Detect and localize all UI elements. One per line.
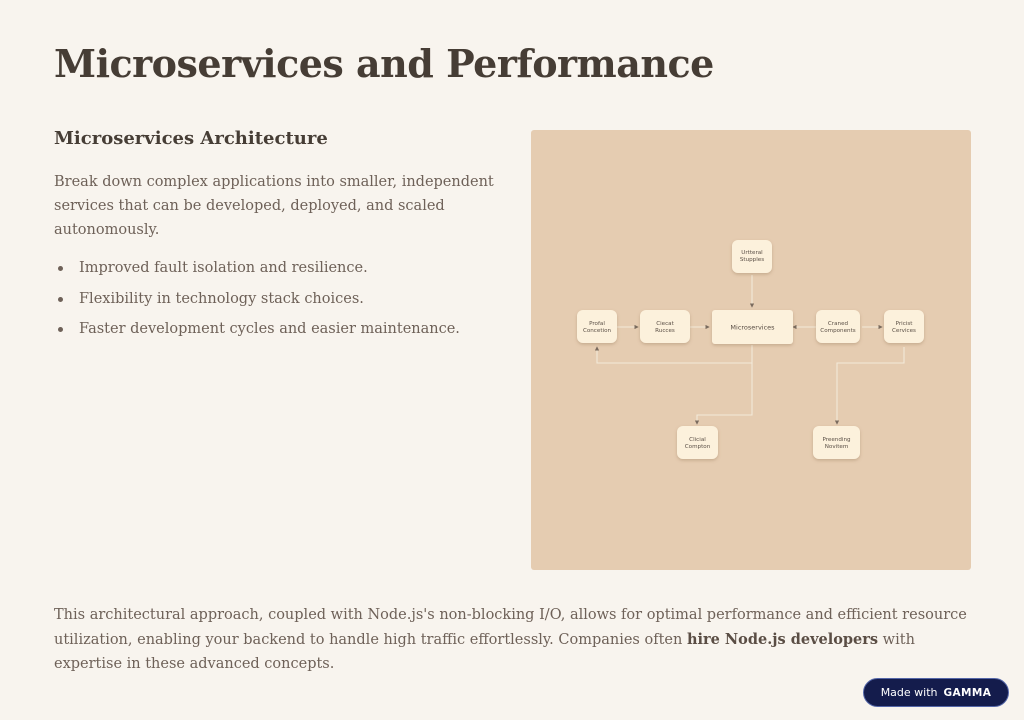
node-label: Rucces: [655, 328, 675, 334]
diagram-node-craned: Craned Components: [816, 310, 860, 343]
bullet-dot-icon: [58, 296, 63, 302]
node-label: Novitem: [825, 444, 849, 450]
connector-center-to-clicial: [694, 363, 753, 425]
node-label: Compton: [685, 444, 711, 450]
list-item-text: Flexibility in technology stack choices.: [79, 290, 364, 307]
benefit-list: Improved fault isolation and resilience.…: [54, 256, 494, 341]
node-label: Components: [820, 328, 855, 334]
closing-text-end: with expertise in these advanced concept…: [54, 631, 915, 673]
node-label: Clicial: [689, 437, 706, 443]
connector-pricist-to-preending: [834, 347, 905, 425]
node-label: Craned: [828, 321, 849, 327]
connector-center-loop-to-profal: [594, 345, 753, 364]
diagram-canvas: Urtteral Stupples Profal Concetion Cieca…: [577, 240, 924, 459]
diagram-node-profal: Profal Concetion: [577, 310, 617, 343]
diagram-node-ciecat: Ciecat Rucces: [640, 310, 690, 343]
node-label: Cervices: [892, 328, 916, 334]
intro-paragraph: Break down complex applications into sma…: [54, 174, 494, 238]
diagram-node-clicial: Clicial Compton: [677, 426, 718, 459]
node-label: Stupples: [740, 257, 764, 263]
gamma-logo-icon: GAMMA: [943, 686, 992, 699]
list-item: Flexibility in technology stack choices.: [54, 287, 494, 311]
bullet-dot-icon: [58, 266, 63, 271]
badge-prefix: Made with: [880, 686, 938, 699]
list-item-text: Improved fault isolation and resilience.: [79, 260, 368, 276]
node-label: Preending: [822, 437, 851, 443]
made-with-gamma-badge[interactable]: Made with GAMMA: [863, 678, 1009, 707]
diagram-node-preending: Preending Novitem: [813, 426, 860, 459]
diagram-node-center: Microservices: [712, 310, 793, 344]
diagram-node-pricist: Pricist Cervices: [884, 310, 924, 343]
list-item: Faster development cycles and easier mai…: [54, 317, 494, 341]
closing-paragraph: This architectural approach, coupled wit…: [54, 603, 974, 677]
list-item-text: Faster development cycles and easier mai…: [79, 321, 460, 337]
diagram-node-top: Urtteral Stupples: [732, 240, 772, 273]
closing-emphasis: hire Node.js developers: [686, 630, 879, 648]
page-title: Microservices and Performance: [54, 41, 714, 86]
list-item: Improved fault isolation and resilience.: [54, 256, 494, 280]
content-column: Microservices Architecture Break down co…: [54, 126, 494, 348]
section-heading: Microservices Architecture: [54, 128, 328, 149]
node-label: Urtteral: [741, 250, 763, 256]
closing-text-start: This architectural approach, coupled wit…: [54, 607, 967, 648]
node-label: Microservices: [730, 324, 775, 332]
node-label: Ciecat: [656, 321, 674, 327]
diagram-connectors: [594, 275, 905, 425]
bullet-dot-icon: [58, 327, 63, 332]
node-label: Profal: [589, 321, 605, 327]
architecture-diagram: Urtteral Stupples Profal Concetion Cieca…: [531, 130, 971, 570]
node-label: Concetion: [583, 328, 612, 334]
node-label: Pricist: [896, 321, 914, 327]
